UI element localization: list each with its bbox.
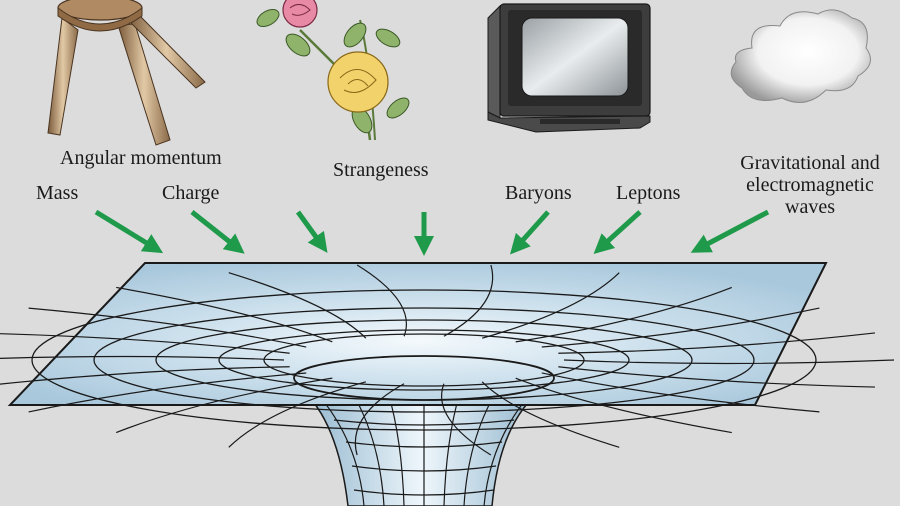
- sheet-radial-line: [116, 286, 333, 343]
- sheet-radial-line: [356, 264, 407, 337]
- label-waves-line2: electromagnetic: [746, 174, 874, 196]
- sheet-radial-line: [443, 264, 494, 337]
- label-leptons: Leptons: [616, 182, 681, 204]
- sheet-radial-line: [228, 381, 367, 448]
- arrow-charge: [190, 210, 245, 254]
- label-charge: Charge: [162, 182, 220, 204]
- sheet-radial-line: [515, 286, 733, 343]
- arrows-group: [94, 209, 770, 256]
- label-baryons: Baryons: [505, 182, 572, 204]
- sheet-ring-line: [263, 333, 585, 387]
- sheet-radial-line: [28, 307, 307, 348]
- sheet-radial-line: [563, 359, 895, 365]
- stool-icon: [47, 0, 206, 146]
- flowers-icon: [256, 0, 410, 141]
- sheet-radial-line: [481, 381, 620, 448]
- sheet-radial-line: [0, 333, 290, 354]
- label-strangeness: Strangeness: [333, 159, 429, 181]
- label-mass: Mass: [36, 182, 79, 204]
- arrow-baryons: [509, 210, 550, 255]
- label-waves-line1: Gravitational and: [740, 152, 880, 174]
- sheet-radial-line: [541, 372, 820, 413]
- sheet-radial-line: [0, 355, 285, 361]
- sheet-grid: [0, 264, 895, 456]
- sheet-radial-line: [541, 307, 820, 348]
- arrow-waves: [690, 209, 770, 253]
- spacetime-sheet: [0, 262, 895, 456]
- cloud-icon: [730, 9, 871, 103]
- arrow-leptons: [593, 210, 642, 255]
- sheet-radial-line: [441, 383, 492, 456]
- sheet-radial-line: [28, 372, 307, 413]
- sheet-radial-line: [0, 366, 290, 385]
- sheet-radial-line: [115, 377, 333, 434]
- label-waves: Gravitational and electromagnetic waves: [722, 152, 898, 218]
- sheet-radial-line: [558, 366, 875, 388]
- label-angular-momentum: Angular momentum: [60, 147, 222, 169]
- sheet-radial-line: [228, 272, 367, 339]
- sheet-ring-line: [218, 329, 630, 391]
- arrow-mass: [94, 209, 164, 254]
- sheet-radial-line: [558, 332, 876, 354]
- sheet-ring-line: [31, 289, 817, 431]
- television-icon: [487, 3, 651, 133]
- sheet-radial-line: [481, 272, 620, 339]
- sheet-radial-line: [515, 377, 732, 434]
- arrow-angular-momentum: [295, 210, 328, 253]
- sheet-radial-line: [354, 383, 405, 456]
- sheet-ring-line: [93, 307, 755, 413]
- label-waves-line3: waves: [785, 196, 835, 218]
